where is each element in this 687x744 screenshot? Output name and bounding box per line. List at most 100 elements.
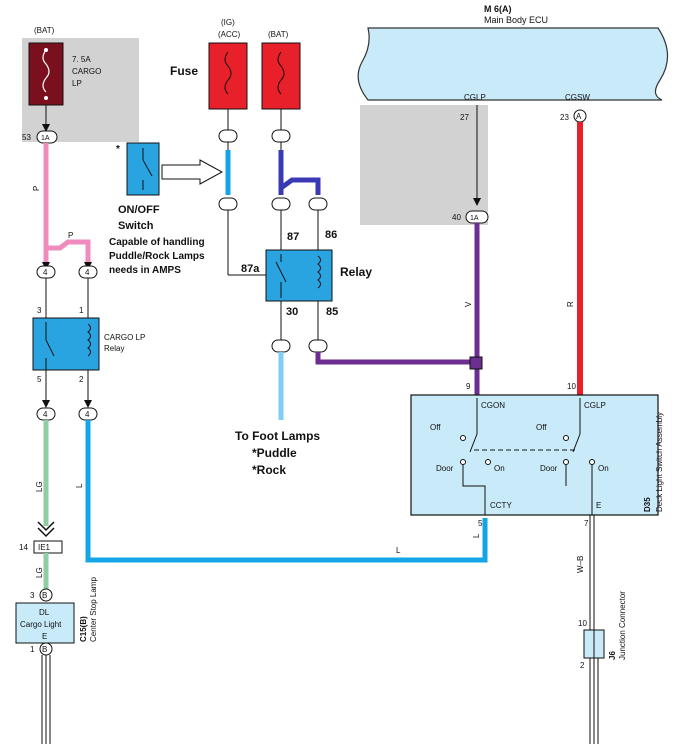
cargo-light-desc: Center Stop Lamp xyxy=(89,577,98,642)
note-line2: Puddle/Rock Lamps xyxy=(109,251,205,262)
deck-ccty: CCTY xyxy=(490,501,512,510)
deck-e: E xyxy=(596,501,601,510)
pink-wires: P P xyxy=(32,143,91,262)
ie1-pin: 14 xyxy=(19,543,28,552)
ecu-conn-label: 1A xyxy=(470,215,479,222)
relay-t30: 30 xyxy=(286,306,298,318)
cargo-c4d: 4 xyxy=(85,410,90,419)
jc-desc: Junction Connector xyxy=(618,591,627,660)
fuse-ig: (IG) xyxy=(221,18,235,27)
fuse-label: Fuse xyxy=(170,64,198,78)
ecu-ref: M 6(A) xyxy=(484,4,512,14)
cargo-relay-label2: Relay xyxy=(104,344,124,353)
onoff-line2: Switch xyxy=(118,220,154,232)
ecu-name: Main Body ECU xyxy=(484,15,548,25)
cargo-p3: 3 xyxy=(37,306,42,315)
deck-p9: 9 xyxy=(466,382,471,391)
wire-wb: W–B xyxy=(576,556,585,573)
cargo-light-ref: C15(B) xyxy=(79,616,88,642)
jc-p10: 10 xyxy=(578,619,587,628)
ecu-wires: 40 1A V R 9 10 xyxy=(452,105,583,395)
left-fuse-pin: 53 xyxy=(22,133,31,142)
ecu-pin-a: A xyxy=(576,112,582,121)
ecu-conn-pin40: 40 xyxy=(452,213,461,222)
relay-t86: 86 xyxy=(325,229,337,241)
jc-p2: 2 xyxy=(580,661,585,670)
deck-door2: Door xyxy=(540,464,558,473)
splice-point xyxy=(469,356,483,370)
switch-wires xyxy=(218,150,328,276)
cargo-light-line1: DL xyxy=(39,608,50,617)
left-fuse-rating: 7. 5A xyxy=(72,55,91,64)
deck-on1: On xyxy=(494,464,505,473)
cargo-conn-pin1: 1 xyxy=(30,645,35,654)
wire-lg1: LG xyxy=(35,481,44,492)
deck-on2: On xyxy=(598,464,609,473)
cargo-c4c: 4 xyxy=(43,410,48,419)
new-fuses: Fuse (IG) (ACC) (BAT) xyxy=(170,18,301,150)
deck-desc: Deck Light Switch Assembly xyxy=(655,412,664,512)
cargo-conn-pinb2: B xyxy=(42,645,47,654)
main-body-ecu: M 6(A) Main Body ECU CGLP CGSW 27 23 A xyxy=(357,4,669,225)
on-off-switch: * ON/OFF Switch Capable of handling Pudd… xyxy=(109,142,224,276)
cargo-light-line2: Cargo Light xyxy=(20,620,62,629)
fuse-bat: (BAT) xyxy=(268,30,289,39)
cargo-lp-relay xyxy=(32,317,100,371)
cargo-conn-pinb: B xyxy=(42,591,47,600)
cargo-lp-fuse xyxy=(28,42,64,106)
left-fuse-supply: (BAT) xyxy=(34,26,55,35)
cargo-relay-label1: CARGO LP xyxy=(104,333,145,342)
cargo-lp-fuse-group: (BAT) 7. 5A CARGO LP 1A 53 xyxy=(22,26,139,144)
cargo-relay-connectors: 4 4 3 1 CARGO LP Relay 5 2 4 4 xyxy=(32,262,145,421)
relay-t87: 87 xyxy=(287,231,299,243)
deck-off1: Off xyxy=(430,423,441,432)
wire-v: V xyxy=(464,301,473,307)
cargo-light: DL Cargo Light E 1 B C15(B) Center Stop … xyxy=(15,577,98,744)
foot-line1: To Foot Lamps xyxy=(235,429,320,443)
left-fuse-conn: 1A xyxy=(41,135,50,142)
wire-p2: P xyxy=(68,231,73,240)
deck-cglp: CGLP xyxy=(584,401,606,410)
deck-ref: D35 xyxy=(643,497,652,512)
deck-light-switch-assembly: CGON CGLP Off Off Door On Door On CCTY E… xyxy=(410,394,664,528)
cargo-conn-pin3: 3 xyxy=(30,591,35,600)
deck-p5: 5 xyxy=(478,519,483,528)
ecu-pin-27: 27 xyxy=(460,113,469,122)
wire-r: R xyxy=(566,301,575,307)
wire-l3: L xyxy=(472,533,481,538)
junction-connector: W–B 10 2 J6 Junction Connector xyxy=(576,515,627,744)
deck-cgon: CGON xyxy=(481,401,505,410)
cargo-light-line3: E xyxy=(42,632,47,641)
wire-p1: P xyxy=(32,186,41,191)
deck-door1: Door xyxy=(436,464,454,473)
relay-t87a: 87a xyxy=(241,263,260,275)
relay-t85: 85 xyxy=(326,306,338,318)
ecu-pin-cgsw: CGSW xyxy=(565,93,590,102)
wire-l2: L xyxy=(396,546,401,555)
foot-line3: *Rock xyxy=(252,463,286,477)
fuse-acc: (ACC) xyxy=(218,30,241,39)
cargo-c4b: 4 xyxy=(85,268,90,277)
wire-l1: L xyxy=(75,483,84,488)
l-wire: L L L xyxy=(75,420,488,563)
ie1-name: IE1 xyxy=(38,543,51,552)
ecu-grey-panel xyxy=(360,105,488,225)
wire-lg2: LG xyxy=(35,567,44,578)
left-fuse-name1: CARGO xyxy=(72,67,101,76)
onoff-line1: ON/OFF xyxy=(118,204,160,216)
left-fuse-name2: LP xyxy=(72,79,82,88)
fuse-ig-acc xyxy=(208,42,248,110)
note-line1: Capable of handling xyxy=(109,237,205,248)
cargo-p1: 1 xyxy=(79,306,84,315)
ecu-pin-cglp: CGLP xyxy=(464,93,486,102)
deck-p7: 7 xyxy=(584,519,589,528)
fuse-bat-icon xyxy=(261,42,301,110)
lg-wire: LG IE1 14 LG 3 B xyxy=(19,420,63,602)
deck-off2: Off xyxy=(536,423,547,432)
relay-label: Relay xyxy=(340,265,372,279)
foot-line2: *Puddle xyxy=(252,446,297,460)
cargo-p5: 5 xyxy=(37,375,42,384)
jc-ref: J6 xyxy=(608,651,617,660)
new-relay: 87 86 87a Relay 30 85 To Foot Lamps *Pud… xyxy=(235,229,477,477)
